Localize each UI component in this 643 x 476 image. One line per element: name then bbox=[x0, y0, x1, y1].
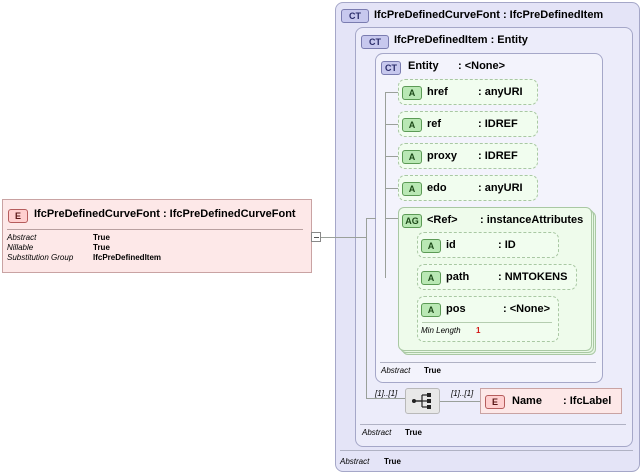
prop-value: IfcPreDefinedItem bbox=[93, 253, 162, 262]
attribute-type: : anyURI bbox=[478, 182, 523, 194]
attribute-group-icon: AG bbox=[402, 214, 422, 228]
mid-type-title: IfcPreDefinedItem : Entity bbox=[394, 34, 528, 46]
minus-icon bbox=[314, 237, 319, 238]
abstract-value: True bbox=[384, 457, 401, 466]
connector-line bbox=[366, 218, 376, 219]
attribute-name: href bbox=[427, 86, 448, 98]
divider bbox=[7, 229, 303, 230]
name-element[interactable]: E Name : IfcLabel bbox=[480, 388, 622, 414]
abstract-label: Abstract bbox=[362, 428, 392, 437]
entity-type: : <None> bbox=[458, 60, 506, 72]
abstract-label: Abstract bbox=[340, 457, 370, 466]
attribute-ref[interactable]: A ref : IDREF bbox=[398, 111, 538, 137]
collapse-toggle-icon[interactable] bbox=[311, 232, 321, 242]
connector-line bbox=[385, 92, 386, 278]
connector-line bbox=[385, 188, 398, 189]
attribute-group-name: <Ref> bbox=[427, 214, 458, 226]
attribute-icon: A bbox=[421, 271, 441, 285]
abstract-label: Abstract bbox=[381, 366, 411, 375]
divider bbox=[360, 424, 626, 425]
prop-value: True bbox=[93, 233, 110, 242]
attribute-path[interactable]: A path : NMTOKENS bbox=[417, 264, 577, 290]
attribute-pos[interactable]: A pos : <None> Min Length 1 bbox=[417, 296, 559, 342]
sequence-icon-graphic bbox=[412, 393, 431, 409]
name-element-name: Name bbox=[512, 395, 542, 407]
attribute-type: : IDREF bbox=[478, 118, 518, 130]
divider bbox=[422, 322, 552, 323]
connector-line bbox=[385, 156, 398, 157]
complex-type-icon: CT bbox=[341, 9, 369, 23]
connector-line bbox=[366, 218, 367, 398]
connector-line bbox=[366, 398, 406, 399]
prop-label: Substitution Group bbox=[7, 253, 74, 262]
complex-type-icon: CT bbox=[381, 61, 401, 75]
prop-label: Nillable bbox=[7, 243, 34, 252]
prop-label: Abstract bbox=[7, 233, 37, 242]
left-multiplicity: [1]..[1] bbox=[375, 389, 398, 398]
root-element-title: IfcPreDefinedCurveFont : IfcPreDefinedCu… bbox=[34, 208, 296, 220]
attribute-group-type: : instanceAttributes bbox=[480, 214, 584, 226]
attribute-name: pos bbox=[446, 303, 466, 315]
attribute-edo[interactable]: A edo : anyURI bbox=[398, 175, 538, 201]
name-element-type: : IfcLabel bbox=[563, 395, 612, 407]
attribute-icon: A bbox=[402, 86, 422, 100]
attribute-name: proxy bbox=[427, 150, 457, 162]
attribute-icon: A bbox=[402, 118, 422, 132]
attribute-id[interactable]: A id : ID bbox=[417, 232, 559, 258]
connector-line bbox=[385, 218, 398, 219]
connector-line bbox=[440, 401, 480, 402]
element-icon: E bbox=[8, 209, 28, 223]
attribute-name: path bbox=[446, 271, 470, 283]
min-length-label: Min Length bbox=[421, 326, 461, 335]
right-multiplicity: [1]..[1] bbox=[451, 389, 474, 398]
attribute-proxy[interactable]: A proxy : IDREF bbox=[398, 143, 538, 169]
attribute-name: ref bbox=[427, 118, 442, 130]
root-element[interactable]: E IfcPreDefinedCurveFont : IfcPreDefined… bbox=[2, 199, 312, 273]
sequence-icon[interactable] bbox=[405, 388, 440, 414]
connector-line bbox=[385, 92, 398, 93]
complex-type-icon: CT bbox=[361, 35, 389, 49]
entity-name: Entity bbox=[408, 60, 439, 72]
outer-type-title: IfcPreDefinedCurveFont : IfcPreDefinedIt… bbox=[374, 9, 604, 21]
divider bbox=[380, 362, 596, 363]
attribute-icon: A bbox=[421, 303, 441, 317]
abstract-value: True bbox=[405, 428, 422, 437]
prop-value: True bbox=[93, 243, 110, 252]
attribute-type: : IDREF bbox=[478, 150, 518, 162]
attribute-icon: A bbox=[402, 150, 422, 164]
attribute-type: : ID bbox=[498, 239, 516, 251]
connector-line bbox=[320, 237, 366, 238]
abstract-value: True bbox=[424, 366, 441, 375]
min-length-value: 1 bbox=[476, 326, 481, 335]
attribute-name: edo bbox=[427, 182, 447, 194]
attribute-type: : NMTOKENS bbox=[498, 271, 568, 283]
divider bbox=[340, 450, 633, 451]
attribute-href[interactable]: A href : anyURI bbox=[398, 79, 538, 105]
attribute-type: : anyURI bbox=[478, 86, 523, 98]
attribute-icon: A bbox=[421, 239, 441, 253]
attribute-type: : <None> bbox=[503, 303, 551, 315]
attribute-name: id bbox=[446, 239, 456, 251]
connector-line bbox=[385, 124, 398, 125]
element-icon: E bbox=[485, 395, 505, 409]
attribute-icon: A bbox=[402, 182, 422, 196]
